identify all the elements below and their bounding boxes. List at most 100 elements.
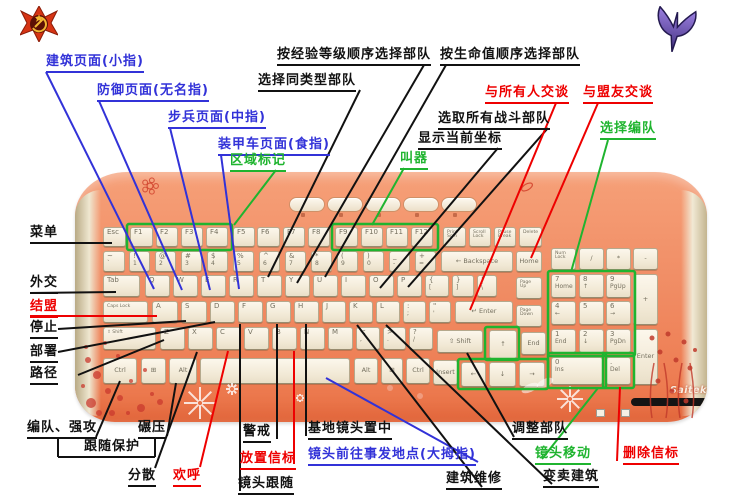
key-f10: F10: [361, 227, 383, 247]
key-ctrl: Ctrl: [103, 358, 137, 384]
label-camera-move: 镜头移动: [535, 446, 592, 465]
key-4: 4←: [551, 301, 576, 325]
label-cheer: 欢呼: [173, 468, 202, 487]
key--backspace: ← Backspace: [441, 251, 513, 272]
key--: *: [606, 248, 631, 270]
media-button-2: [327, 197, 363, 212]
key-5: 5: [579, 301, 604, 325]
soviet-emblem-logo: [20, 6, 58, 42]
label-stop: 停止: [30, 320, 59, 339]
key--: |\: [477, 275, 497, 297]
key-e: E: [201, 275, 226, 297]
label-chat-ally: 与盟友交谈: [583, 85, 654, 104]
key-tab: Tab: [103, 275, 140, 297]
key-f2: F2: [156, 227, 178, 247]
label-select-same-type: 选择同类型部队: [258, 73, 357, 92]
key-f6: F6: [257, 227, 280, 247]
key-q: Q: [145, 275, 170, 297]
key--: #3: [181, 251, 202, 272]
key--: ~`: [103, 251, 125, 272]
label-select-by-exp: 按经验等级顺序选择部队: [277, 47, 432, 66]
key-v: V: [244, 327, 269, 350]
key--: >.: [383, 327, 406, 350]
key-f7: F7: [283, 227, 305, 247]
key-insert: Insert: [433, 360, 458, 385]
label-follow-guard: 跟随保护: [84, 439, 141, 454]
key--: %5: [233, 251, 254, 272]
key-f: F: [238, 301, 263, 323]
key-b: B: [272, 327, 297, 350]
key-r: R: [229, 275, 254, 297]
key-a: A: [152, 301, 178, 323]
key--: +=: [415, 251, 436, 272]
key--: →: [519, 362, 545, 387]
label-defense-page: 防御页面(无名指): [97, 83, 209, 102]
key-f1: F1: [130, 227, 153, 247]
key-o: O: [369, 275, 394, 297]
key--: ←: [461, 362, 486, 387]
label-guard: 警戒: [243, 424, 272, 443]
key-delete: Delete: [519, 227, 542, 247]
key-g: G: [266, 301, 291, 323]
status-led-a: [596, 409, 605, 417]
key--: ⊞: [141, 358, 166, 384]
key--: ?/: [409, 327, 433, 350]
key-enter: Enter: [633, 329, 658, 385]
label-team-force: 编队、强攻: [27, 420, 98, 439]
key-i: I: [341, 275, 366, 297]
label-build-page: 建筑页面(小指): [46, 54, 144, 73]
key-f3: F3: [181, 227, 203, 247]
media-button-5: [441, 197, 477, 212]
key--: )0: [363, 251, 384, 272]
key--: !1: [129, 251, 150, 272]
label-goto-event: 镜头前往事发地点(大拇指): [308, 447, 476, 466]
key-d: D: [210, 301, 235, 323]
key-j: J: [322, 301, 346, 323]
label-crush: 碾压: [138, 420, 167, 439]
label-select-team: 选择编队: [600, 121, 657, 140]
key-f9: F9: [335, 227, 358, 247]
key-space: [200, 358, 350, 384]
key--: &7: [285, 251, 306, 272]
yuri-emblem-logo: [657, 6, 697, 53]
key-esc: Esc: [103, 227, 126, 247]
key-l: L: [376, 301, 400, 323]
key-y: Y: [285, 275, 310, 297]
key-alt: Alt: [169, 358, 197, 384]
key--: ↑: [489, 330, 517, 359]
label-menu: 菜单: [30, 225, 59, 244]
key--: ^6: [259, 251, 280, 272]
label-sell: 变卖建筑: [543, 469, 600, 488]
media-button-3: [365, 197, 401, 212]
key--: /: [579, 248, 604, 270]
key-c: C: [216, 327, 241, 350]
status-led-1: [621, 409, 630, 417]
key--: :;: [403, 301, 426, 323]
label-center-base: 基地镜头置中: [308, 421, 393, 440]
label-diplomacy: 外交: [30, 275, 59, 294]
label-select-all-combat: 选取所有战斗部队: [438, 111, 551, 130]
label-beacon: 放置信标: [240, 451, 297, 470]
label-repair: 建筑维修: [446, 471, 503, 490]
key-t: T: [257, 275, 282, 297]
key--: *8: [311, 251, 332, 272]
key-k: K: [349, 301, 373, 323]
key-home: Home: [516, 251, 542, 272]
key-w: W: [173, 275, 198, 297]
key-h: H: [294, 301, 319, 323]
label-select-by-hp: 按生命值顺序选择部队: [440, 47, 581, 66]
keyboard-slot: [631, 398, 707, 406]
key--: @2: [155, 251, 176, 272]
keyboard-right-edge: [681, 190, 707, 416]
key-f12: F12: [411, 227, 433, 247]
keyboard-left-edge: [75, 190, 101, 416]
